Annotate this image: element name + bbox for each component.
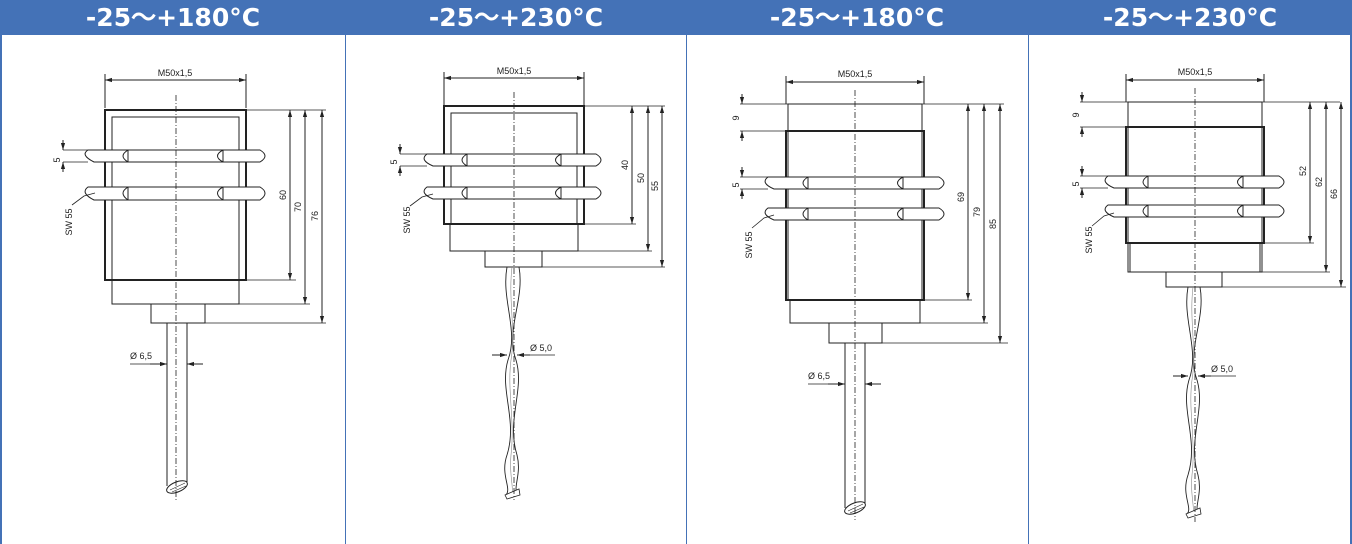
panel-3-drawing: M50x1,5 9 5 SW 55 69 79 85 [731,69,1008,520]
thread-size-label: M50x1,5 [497,66,532,76]
panel-divider [686,35,687,544]
nut-width-label: 5 [52,157,62,162]
top-gap-label: 9 [731,115,741,120]
wrench-size-label: SW 55 [744,231,754,258]
top-gap-label: 9 [1071,112,1081,117]
dimension-label: 66 [1329,189,1339,199]
dimension-label: 62 [1314,177,1324,187]
dimension-label: 60 [278,190,288,200]
panel-4-drawing: M50x1,5 9 5 SW 55 52 62 66 [1071,67,1346,522]
nut-width-label: 5 [731,182,741,187]
panel-2-temperature-range: -25〜+230°C [428,3,604,32]
header-bar [0,0,1352,35]
panel-2-drawing: M50x1,5 5 SW 55 40 50 55 Ø 5,0 [389,66,665,500]
panel-3-temperature-range: -25〜+180°C [769,3,945,32]
nut-width-label: 5 [389,159,399,164]
drawing-frame [0,35,1352,544]
panel-4-temperature-range: -25〜+230°C [1102,3,1278,32]
panel-1-temperature-range: -25〜+180°C [85,3,261,32]
thread-size-label: M50x1,5 [158,68,193,78]
dimension-label: 79 [972,207,982,217]
dimension-label: 40 [620,160,630,170]
panel-1-drawing: M50x1,5 5 SW 55 60 70 76 [52,68,326,500]
cable-diameter-label: Ø 5,0 [1211,364,1233,374]
dimension-label: 50 [636,173,646,183]
panel-divider [1028,35,1029,544]
cable-diameter-label: Ø 6,5 [808,371,830,381]
dimension-label: 52 [1298,166,1308,176]
dimension-label: 85 [988,219,998,229]
wrench-size-label: SW 55 [402,206,412,233]
thread-size-label: M50x1,5 [838,69,873,79]
cable-diameter-label: Ø 5,0 [530,343,552,353]
dimension-label: 69 [956,192,966,202]
wrench-size-label: SW 55 [1084,226,1094,253]
thread-size-label: M50x1,5 [1178,67,1213,77]
dimension-label: 76 [310,211,320,221]
panel-divider [345,35,346,544]
nut-width-label: 5 [1071,181,1081,186]
dimension-label: 70 [293,202,303,212]
dimension-label: 55 [650,181,660,191]
cable-diameter-label: Ø 6,5 [130,351,152,361]
wrench-size-label: SW 55 [64,208,74,235]
